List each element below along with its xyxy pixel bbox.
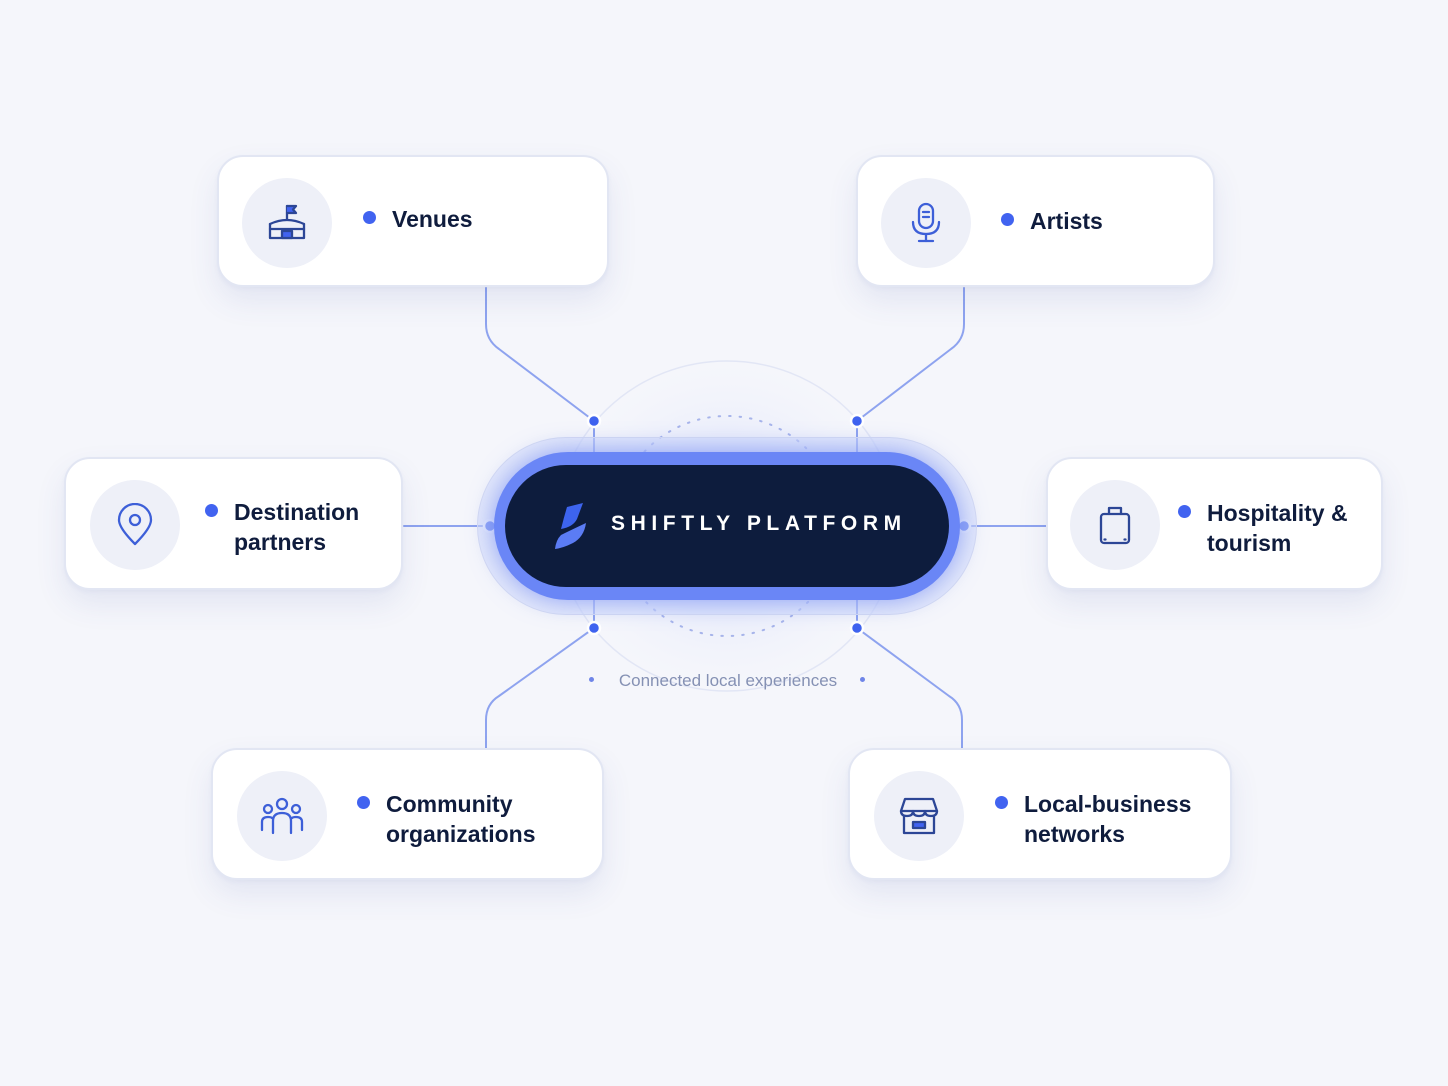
venues-bullet bbox=[363, 211, 376, 224]
local-business-icon-circle bbox=[874, 771, 964, 861]
platform-hub: SHIFTLY PLATFORM bbox=[505, 465, 949, 587]
stadium-flag-icon bbox=[268, 204, 306, 240]
node-dot-bottom-right bbox=[849, 620, 865, 636]
venues-icon-circle bbox=[242, 178, 332, 268]
hospitality-label: Hospitality & tourism bbox=[1207, 500, 1348, 556]
local-business-bullet bbox=[995, 796, 1008, 809]
connector-local-business bbox=[856, 587, 963, 749]
people-group-icon bbox=[260, 797, 304, 835]
partner-card-hospitality: Hospitality & tourism bbox=[1046, 457, 1383, 590]
community-icon-circle bbox=[237, 771, 327, 861]
partner-card-venues: Venues bbox=[217, 155, 609, 287]
partner-card-local-business: Local-business networks bbox=[848, 748, 1232, 880]
artists-bullet bbox=[1001, 213, 1014, 226]
destination-icon-circle bbox=[90, 480, 180, 570]
connector-venues bbox=[485, 287, 595, 467]
microphone-icon bbox=[911, 202, 941, 243]
partner-card-destination: Destination partners bbox=[64, 457, 403, 590]
diagram-caption: Connected local experiences bbox=[618, 671, 838, 690]
shiftly-logo-icon bbox=[555, 503, 586, 549]
suitcase-icon bbox=[1099, 506, 1131, 545]
caption-dot-right bbox=[860, 677, 865, 682]
local-business-label: Local-business networks bbox=[1024, 791, 1192, 847]
destination-label: Destination partners bbox=[234, 499, 360, 555]
node-dot-top-right bbox=[849, 413, 865, 429]
node-dot-bottom-left bbox=[586, 620, 602, 636]
partner-card-community: Community organizations bbox=[211, 748, 604, 880]
platform-title: SHIFTLY PLATFORM bbox=[611, 512, 907, 535]
artists-icon-circle bbox=[881, 178, 971, 268]
node-dot-top-left bbox=[586, 413, 602, 429]
venues-label: Venues bbox=[392, 206, 473, 232]
map-pin-icon bbox=[117, 503, 153, 546]
community-bullet bbox=[357, 796, 370, 809]
partner-card-artists: Artists bbox=[856, 155, 1215, 287]
storefront-icon bbox=[899, 797, 939, 835]
hospitality-icon-circle bbox=[1070, 480, 1160, 570]
community-label: Community organizations bbox=[386, 791, 536, 847]
artists-label: Artists bbox=[1030, 208, 1103, 234]
connector-community bbox=[485, 587, 595, 749]
hospitality-bullet bbox=[1178, 505, 1191, 518]
destination-bullet bbox=[205, 504, 218, 517]
caption-dot-left bbox=[589, 677, 594, 682]
connector-artists bbox=[856, 287, 965, 467]
